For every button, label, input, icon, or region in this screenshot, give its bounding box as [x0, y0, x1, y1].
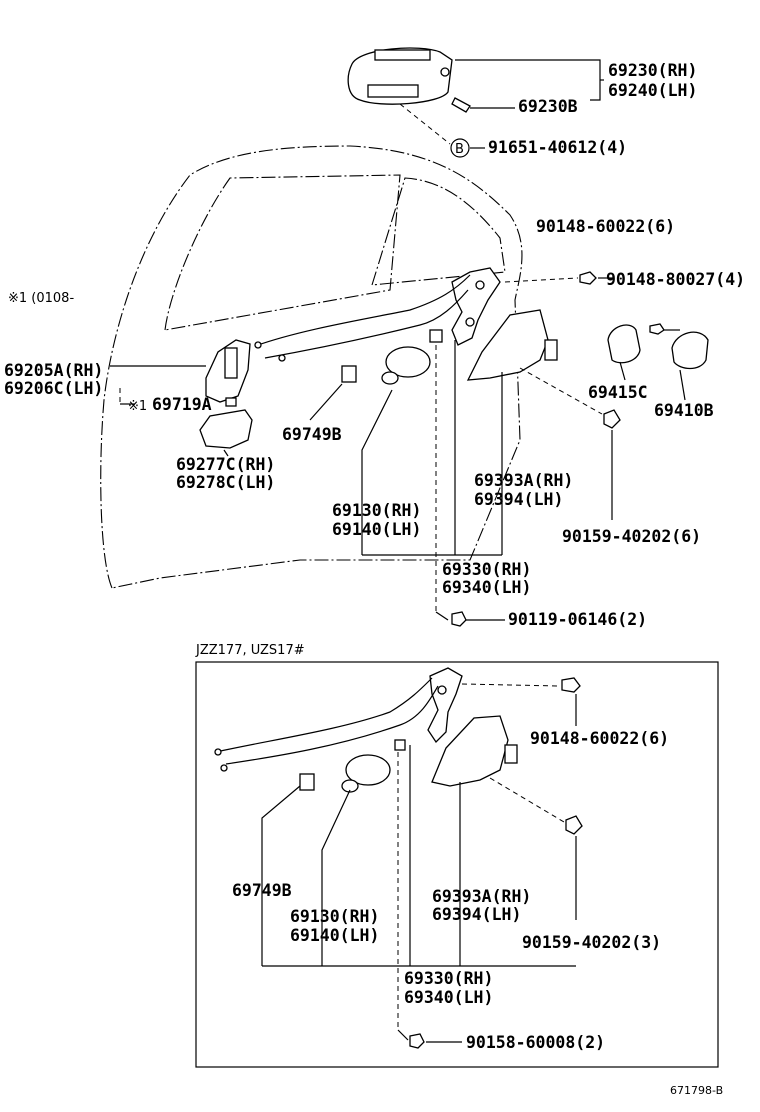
label-90148-60022-lower: 90148-60022(6) — [530, 729, 669, 748]
label-90119: 90119-06146(2) — [508, 610, 647, 629]
label-69394-lower: 69394(LH) — [432, 905, 521, 924]
label-69749b-lower: 69749B — [232, 881, 292, 900]
label-69330-upper: 69330(RH) — [442, 560, 531, 579]
jzz177-inset-box — [195, 661, 719, 1068]
label-69749b-upper: 69749B — [282, 425, 342, 444]
label-69240-lh: 69240(LH) — [608, 81, 697, 100]
cable-clamp — [341, 365, 357, 383]
label-note-1: ※1 — [128, 399, 147, 414]
inside-handle — [205, 339, 251, 403]
lock-cover — [466, 309, 558, 381]
label-69278c: 69278C(LH) — [176, 473, 275, 492]
label-69393a-lower: 69393A(RH) — [432, 887, 531, 906]
label-69230-rh: 69230(RH) — [608, 61, 697, 80]
label-91651: 91651-40612(4) — [488, 138, 627, 157]
label-90158: 90158-60008(2) — [466, 1033, 605, 1052]
lock-motor — [381, 346, 431, 385]
screw-90158 — [409, 1033, 425, 1049]
leader-91651 — [399, 103, 451, 145]
label-69415c: 69415C — [588, 383, 648, 402]
door-lock-assembly — [429, 267, 501, 346]
label-69719a: 69719A — [152, 395, 212, 414]
label-69140-upper: 69140(LH) — [332, 520, 421, 539]
label-69277c: 69277C(RH) — [176, 455, 275, 474]
label-69330-lower: 69330(RH) — [404, 969, 493, 988]
lower-lock-motor — [341, 754, 391, 793]
section-title: JZZ177, UZS17# — [195, 643, 305, 658]
screw-90148-60022-lower — [561, 677, 581, 693]
screw-90159-upper — [603, 409, 621, 429]
label-b-marker: B — [455, 142, 464, 157]
outside-handle — [347, 47, 471, 113]
label-90159-upper: 90159-40202(6) — [562, 527, 701, 546]
lock-cylinder-cover — [607, 324, 641, 364]
screw-90119 — [451, 611, 467, 627]
b-marker-circle — [450, 138, 470, 158]
label-69340-lower: 69340(LH) — [404, 988, 493, 1007]
label-69205a: 69205A(RH) — [4, 361, 103, 380]
label-69394-upper: 69394(LH) — [474, 490, 563, 509]
lower-lock-assembly — [394, 667, 463, 751]
screw-90148-80027 — [649, 323, 665, 335]
inside-handle-bezel — [199, 409, 253, 449]
screw-90148-60022-upper — [579, 271, 597, 285]
screw-90159-lower — [565, 815, 583, 835]
leader-69230 — [455, 59, 601, 101]
figure-id: 671798-B — [670, 1084, 723, 1097]
label-69206c: 69206C(LH) — [4, 379, 103, 398]
label-69130-lower: 69130(RH) — [290, 907, 379, 926]
door-outline — [100, 145, 523, 589]
label-note-0108: ※1 (0108- — [8, 291, 74, 306]
lower-control-cables — [214, 677, 439, 772]
label-69130-upper: 69130(RH) — [332, 501, 421, 520]
label-90148-80027: 90148-80027(4) — [606, 270, 745, 289]
label-69230b: 69230B — [518, 97, 578, 116]
label-90148-60022-upper: 90148-60022(6) — [536, 217, 675, 236]
label-69410b: 69410B — [654, 401, 714, 420]
control-cables — [254, 274, 471, 362]
label-69393a-upper: 69393A(RH) — [474, 471, 573, 490]
lock-knob — [671, 331, 709, 370]
lower-cable-clamp — [299, 773, 315, 791]
label-69140-lower: 69140(LH) — [290, 926, 379, 945]
label-69340-upper: 69340(LH) — [442, 578, 531, 597]
label-90159-lower: 90159-40202(3) — [522, 933, 661, 952]
clip-69719a — [225, 397, 237, 407]
